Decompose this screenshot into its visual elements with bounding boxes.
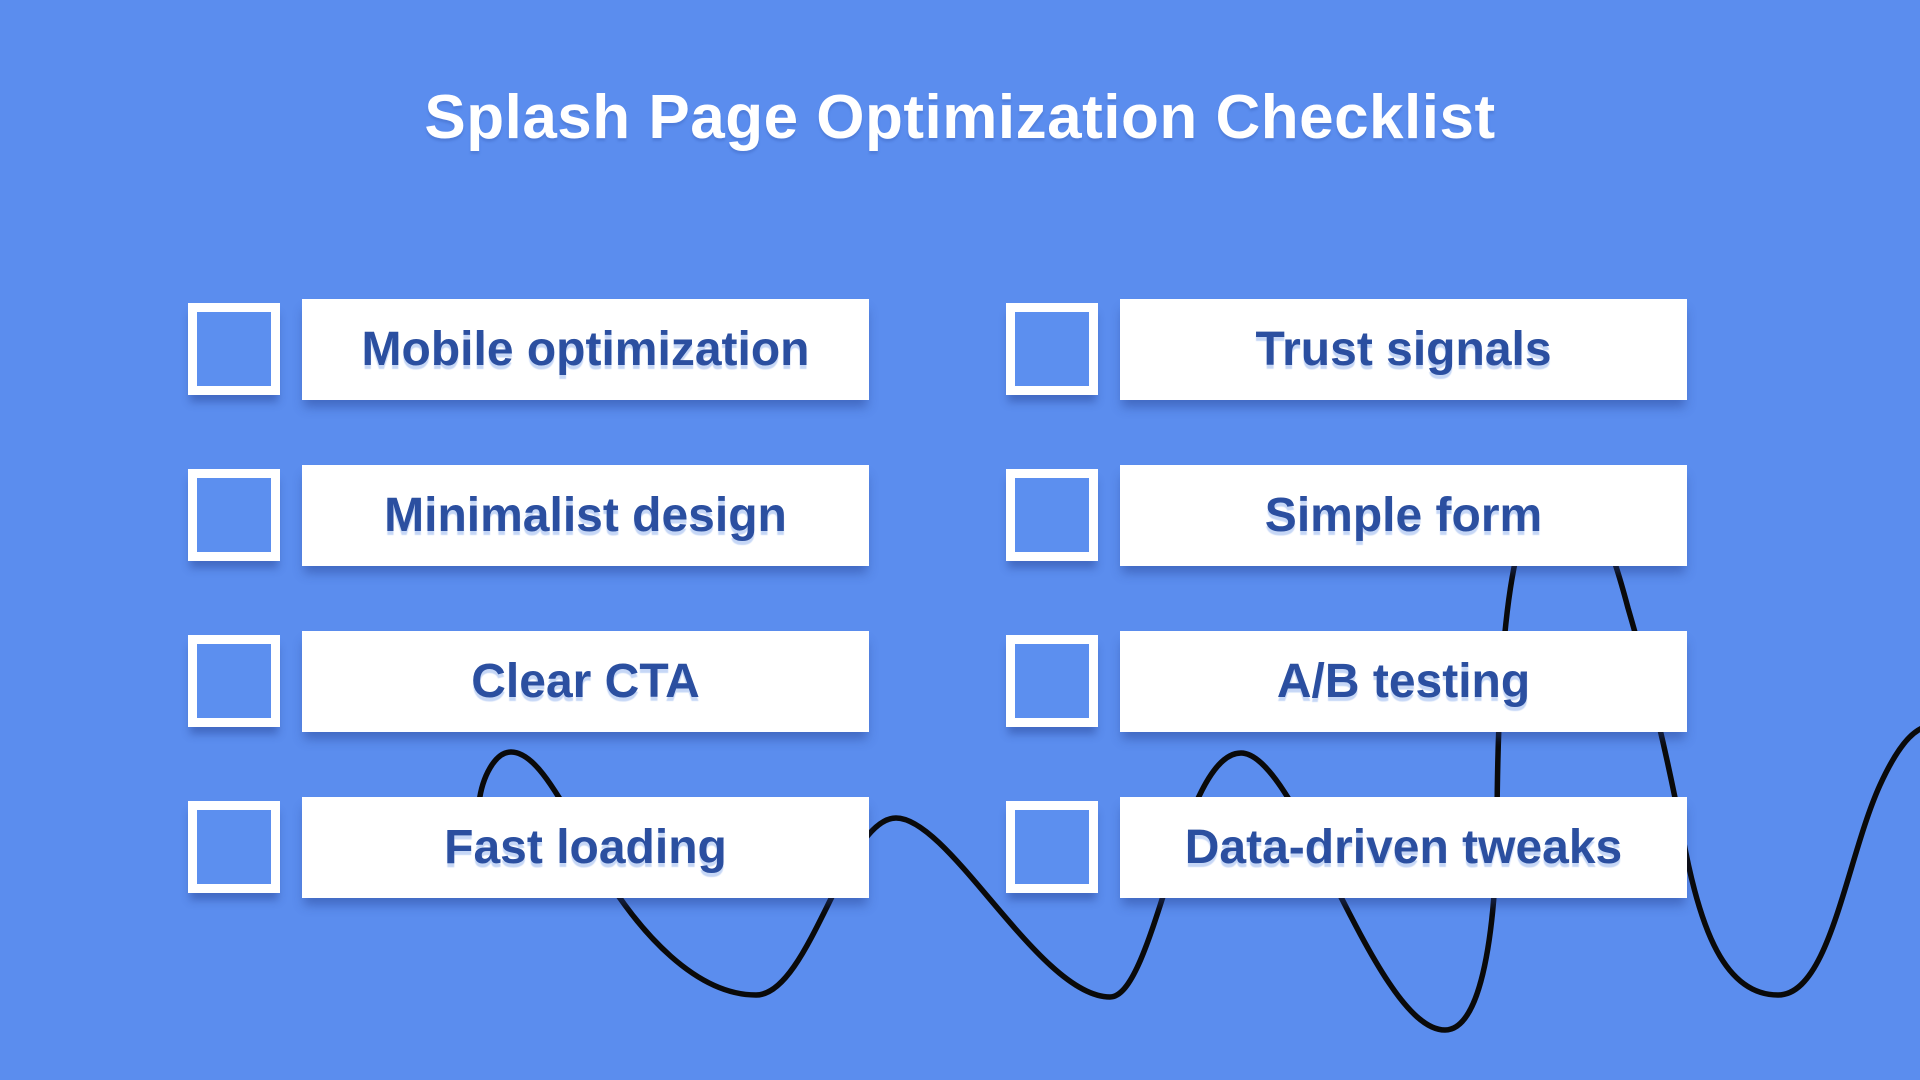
label-card-mobile-optimization: Mobile optimization: [302, 299, 869, 400]
checkbox-minimalist-design[interactable]: [188, 469, 280, 561]
checkbox-data-driven-tweaks[interactable]: [1006, 801, 1098, 893]
label-text: Simple form: [1264, 489, 1543, 542]
label-card-fast-loading: Fast loading: [302, 797, 869, 898]
label-card-minimalist-design: Minimalist design: [302, 465, 869, 566]
label-text: Trust signals: [1255, 323, 1552, 376]
checkbox-clear-cta[interactable]: [188, 635, 280, 727]
checkbox-ab-testing[interactable]: [1006, 635, 1098, 727]
page-title: Splash Page Optimization Checklist: [424, 83, 1496, 152]
checkbox-fast-loading[interactable]: [188, 801, 280, 893]
label-card-simple-form: Simple form: [1120, 465, 1687, 566]
label-text: Clear CTA: [471, 655, 700, 708]
label-card-ab-testing: A/B testing: [1120, 631, 1687, 732]
label-card-trust-signals: Trust signals: [1120, 299, 1687, 400]
label-card-clear-cta: Clear CTA: [302, 631, 869, 732]
label-text: Minimalist design: [384, 489, 787, 542]
label-card-data-driven-tweaks: Data-driven tweaks: [1120, 797, 1687, 898]
squiggle-path: [476, 489, 1920, 1033]
label-text: Mobile optimization: [361, 323, 810, 376]
label-text: Data-driven tweaks: [1184, 821, 1623, 874]
checkbox-mobile-optimization[interactable]: [188, 303, 280, 395]
label-text: Fast loading: [444, 821, 727, 874]
checkbox-trust-signals[interactable]: [1006, 303, 1098, 395]
checkbox-simple-form[interactable]: [1006, 469, 1098, 561]
label-text: A/B testing: [1276, 655, 1531, 708]
